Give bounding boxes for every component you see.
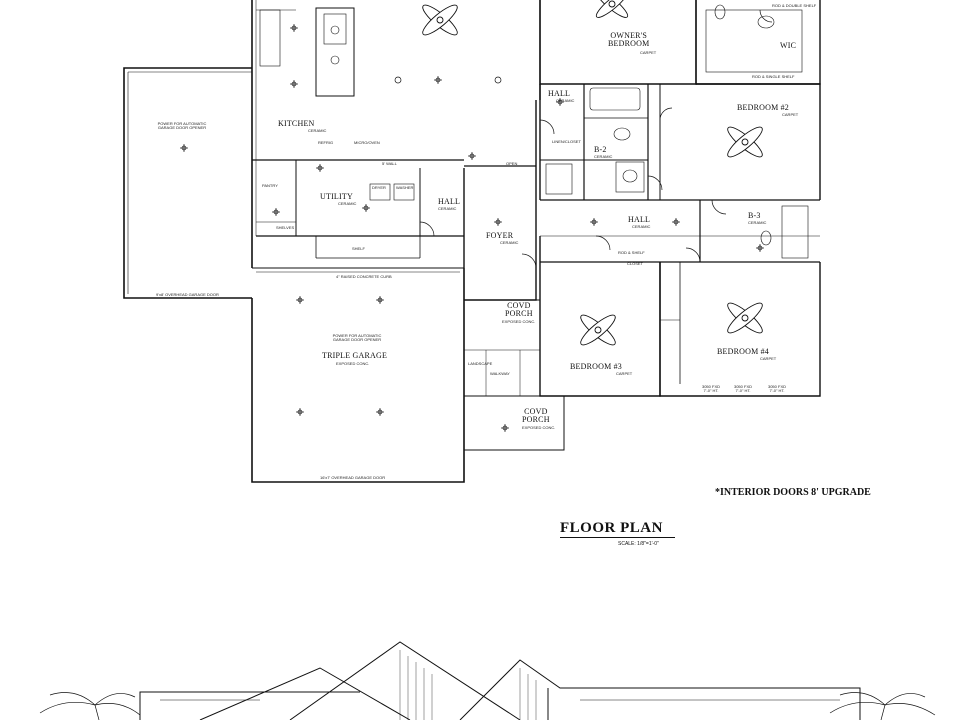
room-floor-utility: CERAMIC xyxy=(338,201,357,206)
bedroom-4-walls xyxy=(659,262,821,397)
note-linen: LINEN/CLOSET xyxy=(552,139,581,144)
interior-doors-note: *INTERIOR DOORS 8' UPGRADE xyxy=(715,487,871,498)
note-closet: CLOSET xyxy=(627,261,644,266)
note-open: OPEN xyxy=(506,161,518,166)
covd-porch-2 xyxy=(463,395,565,451)
kitchen-island xyxy=(315,7,355,97)
room-floor-b2: CERAMIC xyxy=(594,154,613,159)
note-curb: 4" RAISED CONCRETE CURB xyxy=(336,274,392,279)
note-garage-opener-1: POWER FOR AUTOMATIC GARAGE DOOR OPENER xyxy=(157,121,207,130)
room-label-foyer: FOYER xyxy=(486,231,514,240)
note-garage-opener-2: POWER FOR AUTOMATIC GARAGE DOOR OPENER xyxy=(332,333,382,342)
room-floor-foyer: CERAMIC xyxy=(500,240,519,245)
front-elevation xyxy=(139,641,861,720)
room-floor-hall-3: CERAMIC xyxy=(632,224,651,229)
note-landscape: LANDSCAPE xyxy=(468,361,493,366)
room-floor-hall-2: CERAMIC xyxy=(438,206,457,211)
note-wall: 5' WALL xyxy=(382,161,397,166)
room-floor-owners-bedroom: CARPET xyxy=(640,50,657,55)
note-refrig: REFRIG xyxy=(318,140,334,145)
room-floor-bedroom-2: CARPET xyxy=(782,112,799,117)
room-floor-hall-1: CERAMIC xyxy=(556,98,575,103)
note-rod-shelf: ROD & SHELF xyxy=(618,250,645,255)
room-label-bedroom-3: BEDROOM #3 xyxy=(570,362,623,371)
room-floor-b3: CERAMIC xyxy=(748,220,767,225)
room-floor-covd-porch-2: EXPOSED CONC. xyxy=(522,425,556,430)
room-floor-bedroom-4: CARPET xyxy=(760,356,777,361)
room-label-utility: UTILITY xyxy=(320,192,353,201)
room-label-hall-2: HALL xyxy=(438,197,461,206)
note-overhead-door-1: 9'x8' OVERHEAD GARAGE DOOR xyxy=(156,292,219,297)
drawing-scale: SCALE: 1/8"=1'-0" xyxy=(618,541,659,547)
note-window-2: 3050 FXD 7'-0" HT. xyxy=(733,384,752,393)
title-underline xyxy=(560,537,675,538)
bedroom-3-walls xyxy=(539,236,661,397)
room-label-wic: WIC xyxy=(780,41,797,50)
room-label-kitchen: KITCHEN xyxy=(278,119,315,128)
note-washer: WASHER xyxy=(396,185,414,190)
room-floor-triple-garage: EXPOSED CONC. xyxy=(336,361,370,366)
room-label-bedroom-4: BEDROOM #4 xyxy=(717,347,770,356)
note-rod-single-shelf: ROD & SINGLE SHELF xyxy=(752,74,795,79)
room-label-hall-1: HALL xyxy=(548,89,571,98)
light-fixture-icons xyxy=(180,24,764,432)
room-label-pantry: PANTRY xyxy=(262,183,278,188)
ceiling-fan-icons xyxy=(422,0,763,346)
garage-wing-walls xyxy=(123,67,252,299)
room-floor-kitchen: CERAMIC xyxy=(308,128,327,133)
note-shelves: SHELVES xyxy=(276,225,295,230)
room-floor-covd-porch-1: EXPOSED CONC. xyxy=(502,319,536,324)
note-walkway: WALKWAY xyxy=(490,371,510,376)
note-micro-oven: MICRO/OVEN xyxy=(354,140,380,145)
drawing-title: FLOOR PLAN xyxy=(560,520,663,536)
note-shelf: SHELF xyxy=(352,246,365,251)
room-label-hall-3: HALL xyxy=(628,215,651,224)
note-overhead-door-2: 16'x7' OVERHEAD GARAGE DOOR xyxy=(320,475,386,480)
room-label-b3: B-3 xyxy=(748,211,761,220)
note-dryer: DRYER xyxy=(372,185,386,190)
note-window-3: 3050 FXD 7'-0" HT. xyxy=(767,384,786,393)
note-window-1: 3050 FXD 7'-0" HT. xyxy=(701,384,720,393)
room-label-b2: B-2 xyxy=(594,145,607,154)
room-label-bedroom-2: BEDROOM #2 xyxy=(737,103,790,112)
palm-tree-icons xyxy=(39,692,936,720)
note-rod-double-shelf: ROD & DOUBLE SHELF xyxy=(772,3,817,8)
room-floor-bedroom-3: CARPET xyxy=(616,371,633,376)
room-label-triple-garage: TRIPLE GARAGE xyxy=(322,351,388,360)
triple-garage-walls xyxy=(251,268,465,483)
